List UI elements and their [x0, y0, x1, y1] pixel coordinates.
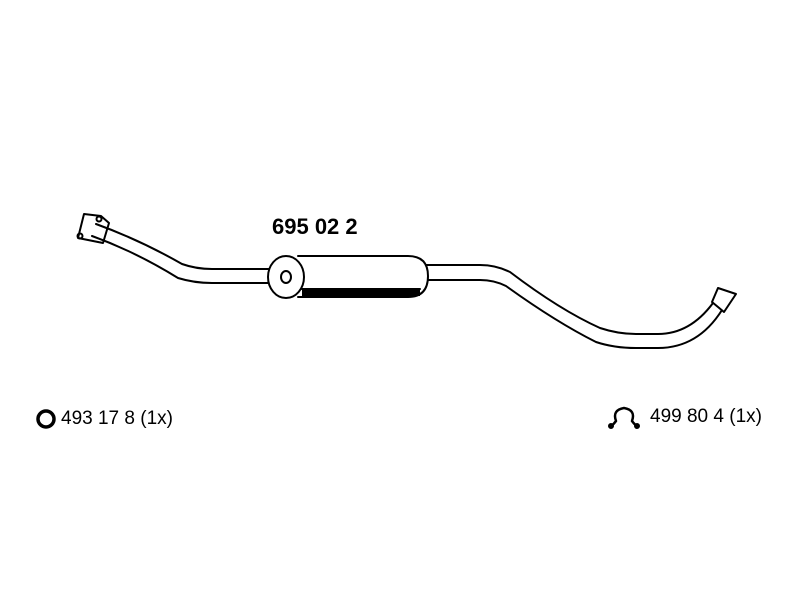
- inlet-flange: [76, 213, 110, 244]
- accessory-clamp: 499 80 4 (1x): [608, 404, 762, 430]
- pipe-clamp-icon: [608, 406, 640, 429]
- outlet-pipe: [425, 264, 723, 349]
- middle-muffler: [267, 255, 429, 299]
- accessory-gasket: 493 17 8 (1x): [35, 408, 173, 430]
- part-number-label: 695 02 2: [272, 214, 358, 239]
- inlet-pipe: [91, 223, 283, 284]
- ring-gasket-icon: [36, 409, 56, 429]
- accessory-gasket-label: 493 17 8 (1x): [61, 408, 173, 429]
- accessory-clamp-label: 499 80 4 (1x): [650, 406, 762, 427]
- outlet-end: [711, 287, 737, 313]
